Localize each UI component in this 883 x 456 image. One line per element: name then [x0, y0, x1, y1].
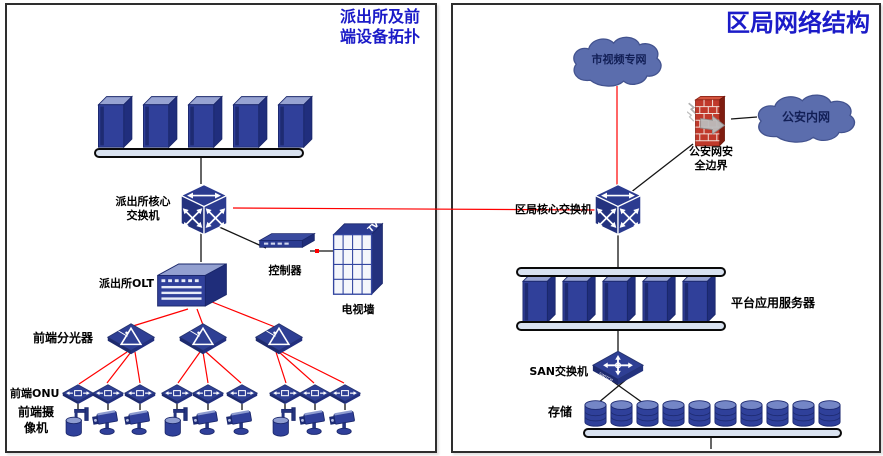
red-links — [78, 86, 618, 385]
san-switch-label: SAN交换机 — [529, 365, 588, 378]
tv-wall-icon — [332, 219, 384, 295]
left-panel-border — [5, 3, 437, 453]
link-firewall-to-intranet-cloud — [730, 116, 758, 120]
server-icon — [277, 96, 313, 148]
storage-disk-icon — [818, 400, 841, 427]
link-san-to-storage — [597, 377, 629, 404]
link-firewall-to-right-core-switch — [629, 143, 694, 194]
box-camera-icon — [299, 409, 326, 435]
red-link-splitter-onu — [134, 351, 141, 384]
splitter-label: 前端分光器 — [32, 331, 93, 345]
box-camera-icon — [226, 409, 253, 435]
red-link-splitter-onu — [106, 351, 132, 384]
splitter-icon — [254, 322, 304, 356]
red-link-olt-splitter — [211, 301, 276, 328]
app-server-icon — [522, 273, 556, 323]
storage-disk-icon — [584, 400, 607, 427]
server-icon — [97, 96, 133, 148]
server-icon — [187, 96, 223, 148]
storage-disk-icon — [610, 400, 633, 427]
onu-icon — [299, 384, 331, 405]
box-camera-icon — [329, 409, 356, 435]
left-core-switch-icon — [180, 183, 228, 236]
storage-disk-icon — [792, 400, 815, 427]
right-panel-title: 区局网络结构 — [726, 9, 870, 37]
onu-icon — [92, 384, 124, 405]
onu-label: 前端ONU — [10, 387, 60, 400]
olt-icon — [157, 263, 227, 307]
box-camera-icon — [92, 409, 119, 435]
tv-wall-label: 电视墙 — [341, 303, 375, 316]
dome-camera-icon — [65, 407, 89, 437]
red-link-olt-splitter — [196, 308, 204, 326]
server-icon — [232, 96, 268, 148]
splitter-icon — [178, 322, 228, 356]
storage-disk-icon — [714, 400, 737, 427]
onu-icon — [226, 384, 258, 405]
right-server-bottom-bus-bar — [516, 321, 726, 331]
firewall-icon — [687, 95, 726, 147]
red-link-olt-splitter — [132, 308, 189, 327]
onu-icon — [269, 384, 301, 405]
red-link-splitter-onu — [205, 351, 242, 384]
right-core-switch-label: 区局核心交换机 — [515, 203, 592, 216]
firewall-label: 公安网安 全边界 — [689, 145, 733, 173]
onu-icon — [124, 384, 156, 405]
app-server-icon — [562, 273, 596, 323]
storage-disk-icon — [636, 400, 659, 427]
city-video-cloud-label: 市视频专网 — [591, 53, 647, 66]
left-panel-title: 派出所及前 端设备拓扑 — [339, 7, 420, 46]
storage-disk-icon — [662, 400, 685, 427]
server-icon — [142, 96, 178, 148]
onu-icon — [192, 384, 224, 405]
app-server-icon — [682, 273, 716, 323]
app-server-icon — [642, 273, 676, 323]
red-link-splitter-onu — [202, 351, 209, 384]
storage-bus-bar — [583, 428, 842, 438]
red-link-left-core-to-right-core — [232, 207, 600, 211]
storage-disk-icon — [688, 400, 711, 427]
left-core-switch-label: 派出所核心 交换机 — [115, 195, 171, 223]
san-switch-icon — [591, 350, 645, 386]
splitter-icon — [106, 322, 156, 356]
storage-label: 存储 — [548, 405, 573, 419]
controller-label: 控制器 — [268, 264, 302, 277]
box-camera-icon — [124, 409, 151, 435]
right-server-top-bus-bar — [516, 267, 726, 277]
app-server-icon — [602, 273, 636, 323]
red-link-splitter-onu — [78, 351, 128, 385]
red-tap-dot — [315, 249, 319, 253]
storage-disk-icon — [766, 400, 789, 427]
onu-icon — [161, 384, 193, 405]
red-link-splitter-onu — [278, 351, 315, 384]
red-link-splitter-onu — [275, 351, 287, 384]
controller-icon — [259, 233, 315, 248]
red-link-splitter-onu — [281, 351, 345, 384]
dome-camera-icon — [272, 407, 296, 437]
camera-label: 前端摄 像机 — [17, 405, 54, 435]
police-intranet-cloud-label: 公安内网 — [781, 110, 830, 124]
left-server-bus-bar — [94, 148, 304, 158]
red-link-splitter-onu — [177, 351, 201, 384]
olt-label: 派出所OLT — [98, 277, 154, 290]
right-panel-border — [451, 3, 881, 453]
app-servers-label: 平台应用服务器 — [731, 296, 816, 310]
right-core-switch-icon — [594, 183, 642, 236]
onu-icon — [329, 384, 361, 405]
link-switch-to-controller — [216, 225, 267, 249]
storage-disk-icon — [740, 400, 763, 427]
dome-camera-icon — [164, 407, 188, 437]
box-camera-icon — [192, 409, 219, 435]
